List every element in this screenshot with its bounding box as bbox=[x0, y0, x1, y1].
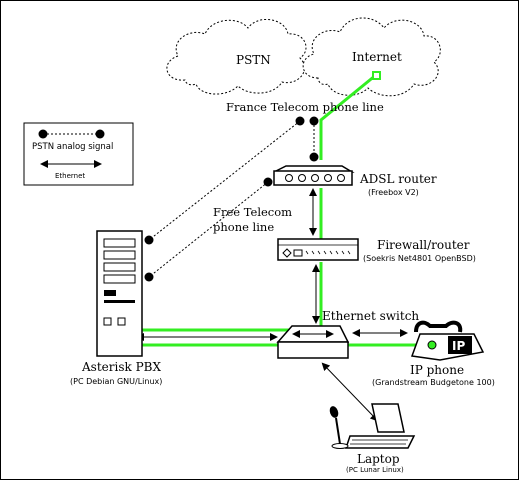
internet-cloud: Internet bbox=[302, 17, 441, 97]
free-telecom-label-1: Free Telecom bbox=[213, 205, 292, 219]
pbx-drive-bay bbox=[103, 274, 136, 284]
adsl-router-detail: (Freebox V2) bbox=[368, 188, 419, 197]
line-node bbox=[144, 235, 154, 245]
line-node bbox=[309, 116, 319, 126]
ipphone-display bbox=[448, 336, 472, 354]
ip-phone: IP IP phone (Grandstream Budgetone 100) bbox=[372, 320, 495, 387]
laptop: Laptop (PC Lunar Linux) bbox=[329, 403, 416, 474]
laptop-screen bbox=[371, 403, 405, 433]
firewall-vents bbox=[305, 250, 351, 255]
pbx-drive-bay bbox=[103, 250, 136, 260]
pbx-slot bbox=[104, 300, 135, 303]
ipphone-display-text: IP bbox=[452, 339, 465, 353]
legend: PSTN analog signal Ethernet bbox=[23, 122, 134, 186]
ipphone-handset bbox=[414, 320, 463, 333]
laptop-keyboard bbox=[344, 435, 416, 449]
ipphone-name: IP phone bbox=[410, 363, 464, 377]
microphone-stand bbox=[335, 417, 341, 445]
legend-node bbox=[95, 129, 105, 139]
switch-laptop-arrow bbox=[321, 362, 379, 422]
analog-lines bbox=[144, 116, 319, 282]
france-telecom-label: France Telecom phone line bbox=[226, 100, 384, 114]
line-node bbox=[263, 177, 273, 187]
adsl-port bbox=[285, 174, 293, 182]
adsl-port bbox=[298, 174, 306, 182]
switch-name: Ethernet switch bbox=[322, 309, 419, 323]
ethernet-switch: Ethernet switch bbox=[276, 309, 419, 359]
laptop-detail: (PC Lunar Linux) bbox=[346, 466, 404, 474]
pstn-cloud: PSTN bbox=[166, 19, 307, 95]
internet-label: Internet bbox=[352, 50, 402, 64]
firewall-port bbox=[293, 249, 303, 257]
internet-endpoint bbox=[372, 71, 381, 80]
laptop-name: Laptop bbox=[357, 452, 400, 466]
line-node bbox=[295, 116, 305, 126]
line-node bbox=[309, 152, 319, 162]
firewall-indicator-icon bbox=[282, 248, 292, 258]
pbx-name: Asterisk PBX bbox=[81, 360, 161, 374]
pstn-label: PSTN bbox=[236, 53, 271, 67]
switch-body bbox=[277, 341, 349, 359]
free-line-to-pbx bbox=[148, 181, 269, 278]
legend-analog-label: PSTN analog signal bbox=[32, 142, 113, 152]
line-node bbox=[144, 272, 154, 282]
adsl-router-name: ADSL router bbox=[359, 172, 437, 186]
ipphone-detail: (Grandstream Budgetone 100) bbox=[372, 378, 495, 387]
free-telecom-label-2: phone line bbox=[213, 220, 274, 234]
asterisk-pbx: Asterisk PBX (PC Debian GNU/Linux) bbox=[70, 230, 162, 386]
adsl-router: ADSL router (Freebox V2) bbox=[273, 165, 437, 197]
firewall-detail: (Soekris Net4801 OpenBSD) bbox=[363, 254, 476, 263]
pbx-detail: (PC Debian GNU/Linux) bbox=[70, 377, 162, 386]
microphone-icon bbox=[329, 406, 339, 418]
ipphone-green-endpoint bbox=[427, 340, 437, 350]
legend-ethernet-label: Ethernet bbox=[55, 172, 85, 180]
legend-node bbox=[38, 129, 48, 139]
firewall-router: Firewall/router (Soekris Net4801 OpenBSD… bbox=[277, 238, 476, 263]
adsl-port bbox=[337, 174, 345, 182]
pbx-floppy bbox=[104, 290, 116, 296]
pbx-reset-button bbox=[117, 317, 126, 326]
pbx-tower bbox=[96, 230, 143, 357]
firewall-name: Firewall/router bbox=[377, 238, 470, 252]
pbx-drive-bay bbox=[103, 238, 136, 248]
france-line-to-pbx bbox=[148, 120, 301, 241]
firewall-body bbox=[277, 238, 359, 261]
pbx-power-button bbox=[103, 317, 112, 326]
microphone-base bbox=[331, 443, 349, 449]
adsl-port bbox=[324, 174, 332, 182]
internet-adsl-link bbox=[319, 73, 377, 160]
adsl-port bbox=[311, 174, 319, 182]
pbx-drive-bay bbox=[103, 262, 136, 272]
